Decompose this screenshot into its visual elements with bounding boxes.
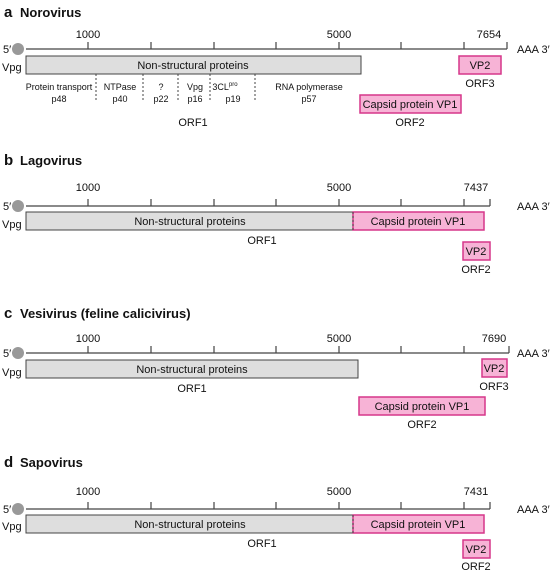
orf2-label: ORF2	[461, 264, 490, 276]
panel-lagovirus: b Lagovirus 1000 5000 7437 5′ Vpg AAA 3′…	[2, 152, 550, 276]
svg-text:p40: p40	[112, 94, 127, 104]
five-prime-label: 5′	[3, 201, 11, 213]
nonstructural-box	[25, 55, 362, 75]
subprotein-protein-transport: Protein transport p48	[26, 82, 93, 104]
svg-text:NTPase: NTPase	[104, 82, 137, 92]
tick-label-5000: 5000	[327, 29, 351, 41]
orf2-label: ORF2	[395, 117, 424, 129]
panel-title: Lagovirus	[20, 153, 82, 168]
svg-text:p19: p19	[225, 94, 240, 104]
tick-label-1000: 1000	[76, 182, 100, 194]
nonstructural-label: Non-structural proteins	[137, 60, 249, 72]
polya-tail-label: AAA 3′	[517, 348, 550, 360]
nonstructural-label: Non-structural proteins	[134, 216, 246, 228]
capsid-vp1-box	[359, 94, 462, 114]
vpg-cap-icon	[12, 200, 24, 212]
vpg-cap-icon	[12, 43, 24, 55]
svg-text:p22: p22	[153, 94, 168, 104]
tick-label-1000: 1000	[76, 29, 100, 41]
tick-label-5000: 5000	[327, 182, 351, 194]
panel-title: Vesivirus (feline calicivirus)	[20, 306, 191, 321]
panel-title: Sapovirus	[20, 455, 83, 470]
vpg-label: Vpg	[2, 521, 22, 533]
vp2-label: VP2	[470, 60, 491, 72]
panel-letter: d	[4, 454, 13, 471]
svg-text:Protein transport: Protein transport	[26, 82, 93, 92]
subprotein-rna-polymerase: RNA polymerase p57	[275, 82, 343, 104]
orf3-label: ORF3	[479, 381, 508, 393]
five-prime-label: 5′	[3, 348, 11, 360]
subprotein-vpg: Vpg p16	[187, 82, 203, 104]
genome-length-label: 7431	[464, 486, 488, 498]
vp2-box	[458, 55, 502, 75]
orf1-label: ORF1	[247, 538, 276, 550]
tick-label-1000: 1000	[76, 333, 100, 345]
capsid-vp1-label: Capsid protein VP1	[375, 401, 470, 413]
vp2-box	[481, 358, 508, 378]
genome-axis	[26, 502, 491, 510]
vpg-cap-icon	[12, 503, 24, 515]
vp2-label: VP2	[484, 363, 505, 375]
vp2-box	[462, 241, 491, 261]
vp2-label: VP2	[466, 544, 487, 556]
panel-letter: c	[4, 305, 12, 322]
genome-axis	[26, 42, 508, 50]
tick-label-5000: 5000	[327, 333, 351, 345]
subprotein-3clpro: 3CLpro p19	[212, 82, 240, 104]
genome-axis	[26, 199, 491, 207]
five-prime-label: 5′	[3, 504, 11, 516]
orf1-label: ORF1	[178, 117, 207, 129]
subprotein-ntpase: NTPase p40	[104, 82, 137, 104]
capsid-vp1-label: Capsid protein VP1	[371, 216, 466, 228]
genome-length-label: 7437	[464, 182, 488, 194]
panel-letter: a	[4, 4, 13, 21]
panel-vesivirus: c Vesivirus (feline calicivirus) 1000 50…	[2, 305, 550, 431]
vpg-label: Vpg	[2, 219, 22, 231]
orf1-label: ORF1	[247, 235, 276, 247]
panel-letter: b	[4, 152, 13, 169]
svg-text:3CLpro: 3CLpro	[212, 82, 238, 92]
genome-length-label: 7690	[482, 333, 506, 345]
five-prime-label: 5′	[3, 44, 11, 56]
subprotein-dividers	[95, 74, 256, 102]
vpg-label: Vpg	[2, 367, 22, 379]
capsid-vp1-box	[358, 396, 486, 416]
genome-length-label: 7654	[477, 29, 501, 41]
subprotein-unknown: ? p22	[153, 82, 168, 104]
vpg-label: Vpg	[2, 62, 22, 74]
nonstructural-box	[25, 359, 359, 379]
svg-text:p57: p57	[301, 94, 316, 104]
panel-title: Norovirus	[20, 5, 81, 20]
nonstructural-label: Non-structural proteins	[136, 364, 248, 376]
capsid-vp1-label: Capsid protein VP1	[363, 99, 458, 111]
panel-norovirus: a Norovirus 1000 5000 7654 5′ Vpg AAA 3′…	[2, 4, 550, 129]
svg-text:Vpg: Vpg	[187, 82, 203, 92]
polya-tail-label: AAA 3′	[517, 44, 550, 56]
orf2-label: ORF2	[461, 561, 490, 573]
tick-label-5000: 5000	[327, 486, 351, 498]
polya-tail-label: AAA 3′	[517, 201, 550, 213]
nonstructural-label: Non-structural proteins	[134, 519, 246, 531]
svg-text:p16: p16	[187, 94, 202, 104]
orf3-label: ORF3	[465, 78, 494, 90]
panel-sapovirus: d Sapovirus 1000 5000 7431 5′ Vpg AAA 3′…	[2, 454, 550, 573]
capsid-vp1-label: Capsid protein VP1	[371, 519, 466, 531]
svg-text:RNA polymerase: RNA polymerase	[275, 82, 343, 92]
polya-tail-label: AAA 3′	[517, 504, 550, 516]
vp2-label: VP2	[466, 246, 487, 258]
vp2-box	[462, 539, 491, 559]
orf1-label: ORF1	[177, 383, 206, 395]
vpg-cap-icon	[12, 347, 24, 359]
tick-label-1000: 1000	[76, 486, 100, 498]
svg-text:p48: p48	[51, 94, 66, 104]
orf2-label: ORF2	[407, 419, 436, 431]
genome-axis	[26, 346, 510, 354]
svg-text:?: ?	[158, 82, 163, 92]
